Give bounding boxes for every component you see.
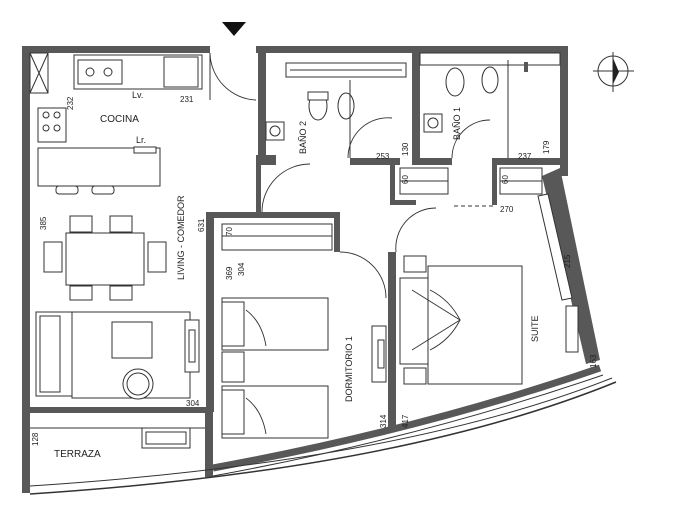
dim-304a: 304 [237, 262, 246, 276]
terrace [30, 427, 205, 449]
north-compass-icon [593, 52, 634, 92]
dim-304b: 304 [186, 399, 200, 408]
dim-369: 369 [225, 266, 234, 280]
dim-270: 270 [500, 205, 514, 214]
walls [22, 46, 617, 495]
living-furniture [35, 311, 200, 400]
dining-table [43, 215, 167, 301]
dim-231: 231 [180, 95, 194, 104]
beds [221, 255, 579, 439]
dim-60b: 60 [501, 175, 510, 184]
dim-215: 215 [563, 254, 572, 268]
entrance-arrow-icon [222, 22, 246, 36]
dim-179: 179 [542, 140, 551, 154]
dim-253: 253 [376, 152, 390, 161]
dim-163: 163 [589, 354, 598, 368]
bathroom-1 [419, 52, 561, 158]
doors [209, 52, 496, 299]
dim-385: 385 [39, 216, 48, 230]
label-bano2: BAÑO 2 [298, 121, 308, 154]
dim-417: 417 [401, 414, 410, 428]
label-lr: Lr. [136, 135, 146, 145]
label-dormitorio: DORMITORIO 1 [344, 336, 354, 402]
dim-631: 631 [197, 218, 206, 232]
dim-130: 130 [401, 142, 410, 156]
dim-60a: 60 [401, 175, 410, 184]
closets [221, 167, 573, 301]
kitchen [29, 52, 203, 195]
dim-70: 70 [225, 227, 234, 236]
bathroom-2 [265, 62, 407, 158]
label-suite: SUITE [530, 315, 540, 342]
label-living: LIVING - COMEDOR [176, 195, 186, 280]
dim-128: 128 [31, 432, 40, 446]
label-terraza: TERRAZA [54, 449, 101, 460]
label-lv: Lv. [132, 90, 143, 100]
label-bano1: BAÑO 1 [452, 107, 462, 140]
dim-237: 237 [518, 152, 532, 161]
dim-314: 314 [379, 414, 388, 428]
label-cocina: COCINA [100, 114, 139, 125]
dim-232: 232 [66, 96, 75, 110]
